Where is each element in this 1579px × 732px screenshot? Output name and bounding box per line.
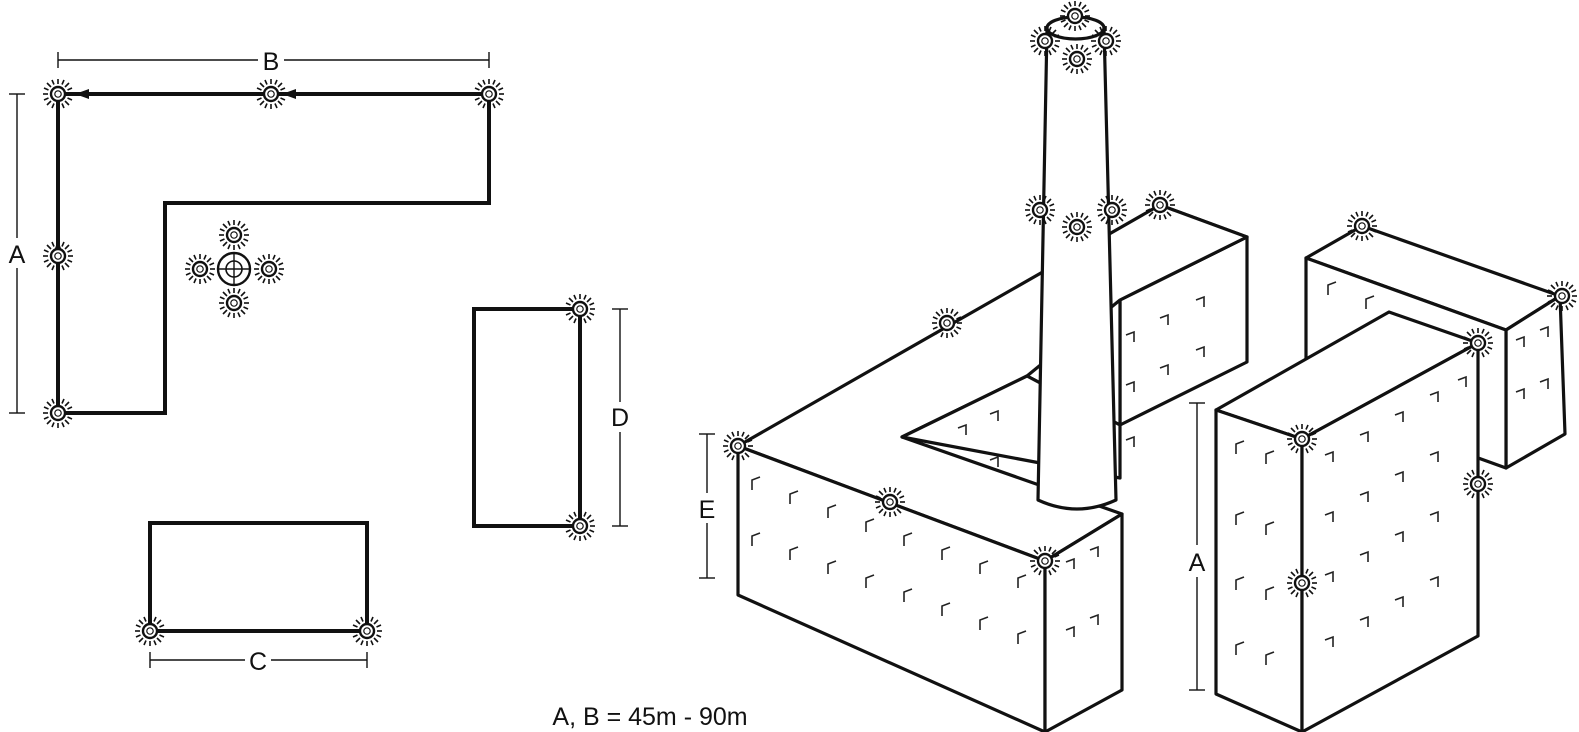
dimension-e: E <box>695 433 719 579</box>
obstruction-light-icon <box>1143 188 1177 222</box>
obstruction-light-icon <box>41 396 75 430</box>
obstruction-light-icon <box>472 77 506 111</box>
isometric-l-building: E <box>695 188 1249 732</box>
obstruction-light-icon <box>873 485 907 519</box>
obstruction-light-icon <box>254 77 288 111</box>
obstruction-light-icon <box>1028 544 1062 578</box>
label-c: C <box>249 648 267 676</box>
label-e: E <box>699 496 716 524</box>
dimension-a-iso: A <box>1185 402 1209 691</box>
obstruction-light-icon <box>1095 193 1129 227</box>
obstruction-light-icon <box>1058 0 1092 33</box>
chimney <box>1023 0 1129 511</box>
label-a-iso: A <box>1189 549 1206 577</box>
obstruction-light-icon <box>1545 279 1579 313</box>
label-b: B <box>263 48 280 76</box>
rect-plan-c: C <box>133 521 384 676</box>
obstruction-light-icon <box>930 306 964 340</box>
tall-right-building: A <box>1185 310 1495 732</box>
obstruction-light-icon <box>1285 566 1319 600</box>
l-plan-drawing: B A <box>6 47 506 430</box>
dimension-a-left: A <box>6 93 28 414</box>
obstruction-light-icon <box>41 239 75 273</box>
dimension-note: A, B = 45m - 90m <box>552 703 747 731</box>
obstruction-light-icon <box>133 614 167 648</box>
label-a-left: A <box>9 241 26 269</box>
obstruction-light-icon <box>1023 193 1057 227</box>
obstruction-light-icon <box>1461 326 1495 360</box>
obstruction-light-icon <box>1060 42 1094 76</box>
obstruction-light-icon <box>1345 209 1379 243</box>
obstruction-light-icon <box>1089 24 1123 58</box>
obstruction-light-icon <box>563 509 597 543</box>
obstruction-light-icon <box>41 77 75 111</box>
obstruction-light-icon <box>1028 24 1062 58</box>
central-light-cluster-icon <box>183 218 286 320</box>
rect-plan-d: D <box>472 292 632 543</box>
obstruction-light-icon <box>1060 210 1094 244</box>
obstruction-light-icon <box>563 292 597 326</box>
obstruction-light-icon <box>1285 422 1319 456</box>
dimension-b: B <box>57 47 490 76</box>
obstruction-light-icon <box>1461 467 1495 501</box>
obstruction-light-icon <box>721 429 755 463</box>
label-d: D <box>611 404 629 432</box>
obstruction-light-icon <box>350 614 384 648</box>
